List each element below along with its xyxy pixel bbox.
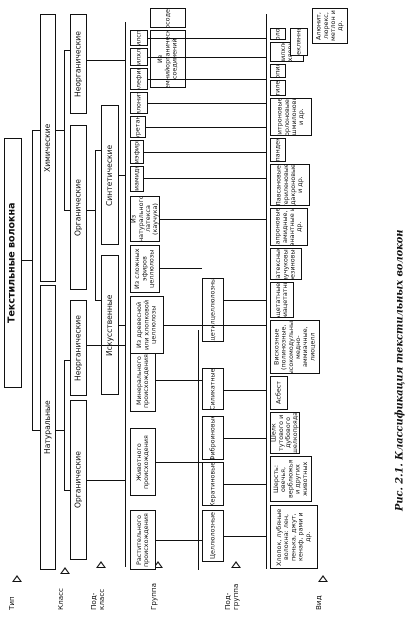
kind-rubber: Латексные, каучуковые, резиновые (270, 248, 302, 280)
kind-polypropylene: Полипропиленовые (270, 64, 286, 78)
group-polyvinylchloride: Поливинилхлоридные (130, 48, 148, 66)
group-animal: Животного происхождения (130, 428, 156, 496)
subgroup-keratin: Кератиновые (202, 462, 224, 506)
level-label-group: Группа (149, 582, 158, 610)
kind-lavsan: Лавсановые, териленовые, дакроновые и др… (270, 164, 310, 206)
type-natural: Натуральные (40, 285, 56, 570)
group-polyvinylalcohol: Поливинилспиртовые (130, 30, 148, 46)
kind-viscose: Вискозные (полинозные, высокомодульные, … (270, 320, 320, 374)
class-natural-organic: Органические (70, 400, 87, 560)
type-chemical: Химические (40, 14, 56, 282)
root-textile-fibers: Текстильные волокна (4, 138, 22, 388)
class-chemical-organic: Органические (70, 125, 87, 290)
arrow-up-icon (231, 561, 241, 568)
kind-polyethylene: Полиэтиленовые (270, 80, 286, 96)
figure-caption: Рис. 2.1. Классификация текстильных воло… (394, 229, 406, 511)
kind-nitron: Нитроновые, орлоновые, кашмилоновые и др… (270, 98, 312, 136)
group-plant: Растительного происхождения (130, 510, 156, 570)
group-polyacrylonitrile: Полиакрилонитрильные (130, 92, 148, 114)
kind-silk: Шелк тутового и дубового шелкопряда (270, 412, 300, 454)
subgroup-acetyl: Ацетилцеллюлозные (202, 278, 224, 342)
arrow-up-icon (318, 575, 328, 582)
group-polyester: Полиэфирные (130, 140, 144, 164)
arrow-up-icon (12, 575, 22, 582)
kind-glass: Стеклянные (290, 28, 308, 56)
level-label-type: Тип (7, 596, 16, 610)
subclass-synthetic: Синтетические (101, 105, 119, 245)
group-latex: Из натурального латекса (каучука) (130, 196, 160, 242)
arrow-up-icon (96, 561, 106, 568)
kind-cotton: Хлопок, лубяные волокна: лен, пенька, дж… (270, 505, 318, 569)
kind-capron: Капроновые, амидные, энантные и др. (270, 208, 308, 246)
group-polyurethane: Полиуретановые (130, 116, 146, 138)
kind-acetate: Ацетатные, триацетатные (270, 282, 294, 318)
subgroup-fibroin: Фиброиновые (202, 416, 224, 460)
subgroup-cellulose: Целлюлозные (202, 510, 224, 562)
level-label-subclass: Под- класс (89, 588, 106, 610)
arrow-up-icon (153, 561, 163, 568)
group-metal: Металлосодержащие (150, 8, 186, 28)
group-polyamide: Полиамидные (130, 166, 144, 192)
group-esters: Из сложных эфиров целлюлозы (130, 245, 160, 293)
group-polyolefin: Полиолефиновые (130, 68, 148, 90)
group-mineral: Минерального происхождения (130, 350, 156, 412)
kind-vinol: Виноловые (270, 28, 286, 40)
class-chemical-inorganic: Неорганические (70, 14, 87, 114)
level-label-class: Класс (56, 587, 65, 610)
kind-wool: Шерсть: овечья, верблюжья и других живот… (270, 456, 312, 502)
kind-spandex: Спандекс (270, 138, 286, 162)
arrow-up-icon (60, 567, 70, 574)
group-cellulose: Из древесной или хлопковой целлюлозы (130, 296, 164, 354)
class-natural-inorganic: Неорганические (70, 300, 87, 396)
level-label-kind: Вид (314, 595, 323, 610)
subclass-artificial: Искусственные (101, 255, 119, 395)
subgroup-silicate: Силикатные (202, 368, 224, 410)
kind-metal: Алюнит, люрекс, метлон и др. (312, 8, 348, 44)
level-label-subgroup: Под- группа (223, 583, 240, 610)
kind-asbestos: Асбест (270, 376, 288, 410)
